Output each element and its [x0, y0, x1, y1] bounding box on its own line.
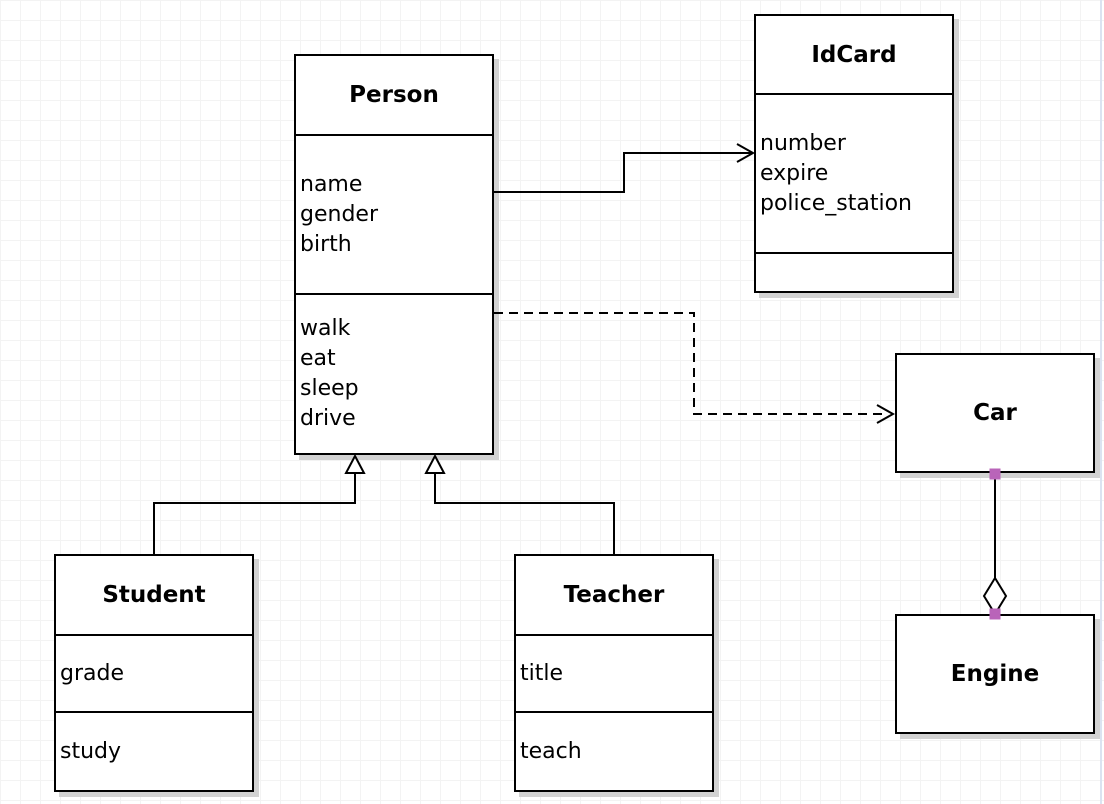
- methods-section-empty: [756, 252, 952, 291]
- attribute-label: name: [300, 171, 363, 197]
- attribute-label: police_station: [760, 190, 912, 216]
- methods-section: walk eat sleep drive: [296, 293, 492, 453]
- hollow-diamond-icon: [982, 576, 1008, 616]
- attribute-label: birth: [300, 231, 352, 257]
- attribute-label: grade: [60, 660, 124, 686]
- open-arrowhead-icon: [736, 143, 756, 163]
- class-title: Car: [973, 400, 1017, 426]
- aggregation-car-engine[interactable]: [982, 468, 1008, 620]
- class-box-engine[interactable]: Engine: [895, 614, 1095, 734]
- methods-section: study: [56, 711, 252, 790]
- class-title: Teacher: [563, 582, 665, 608]
- attributes-section: grade: [56, 634, 252, 711]
- class-box-person[interactable]: Person name gender birth walk eat sleep …: [294, 54, 494, 455]
- method-label: drive: [300, 406, 356, 431]
- association-person-idcard[interactable]: [494, 143, 756, 193]
- attributes-section: number expire police_station: [756, 93, 952, 252]
- class-title: Engine: [950, 661, 1040, 687]
- generalization-student-person[interactable]: [153, 453, 366, 554]
- class-title: Student: [102, 582, 206, 608]
- attribute-label: gender: [300, 201, 378, 227]
- generalization-teacher-person[interactable]: [424, 453, 615, 554]
- method-label: study: [60, 738, 122, 764]
- attribute-label: title: [520, 660, 564, 686]
- attributes-section: title: [516, 634, 712, 711]
- class-box-car[interactable]: Car: [895, 353, 1095, 473]
- hollow-triangle-icon: [424, 453, 446, 474]
- class-box-teacher[interactable]: Teacher title teach: [514, 554, 714, 792]
- attribute-label: expire: [760, 160, 829, 186]
- method-label: sleep: [300, 376, 359, 401]
- attributes-section: name gender birth: [296, 134, 492, 293]
- method-label: eat: [300, 346, 336, 371]
- methods-section: teach: [516, 711, 712, 790]
- class-title: IdCard: [811, 41, 897, 68]
- dependency-person-car[interactable]: [494, 312, 896, 424]
- attribute-label: number: [760, 130, 846, 156]
- class-box-student[interactable]: Student grade study: [54, 554, 254, 792]
- class-title: Person: [349, 82, 439, 108]
- open-arrowhead-icon: [876, 404, 896, 424]
- method-label: walk: [300, 316, 351, 341]
- hollow-triangle-icon: [344, 453, 366, 474]
- page-boundary-line: [1100, 0, 1102, 804]
- method-label: teach: [520, 738, 582, 764]
- class-box-idcard[interactable]: IdCard number expire police_station: [754, 14, 954, 293]
